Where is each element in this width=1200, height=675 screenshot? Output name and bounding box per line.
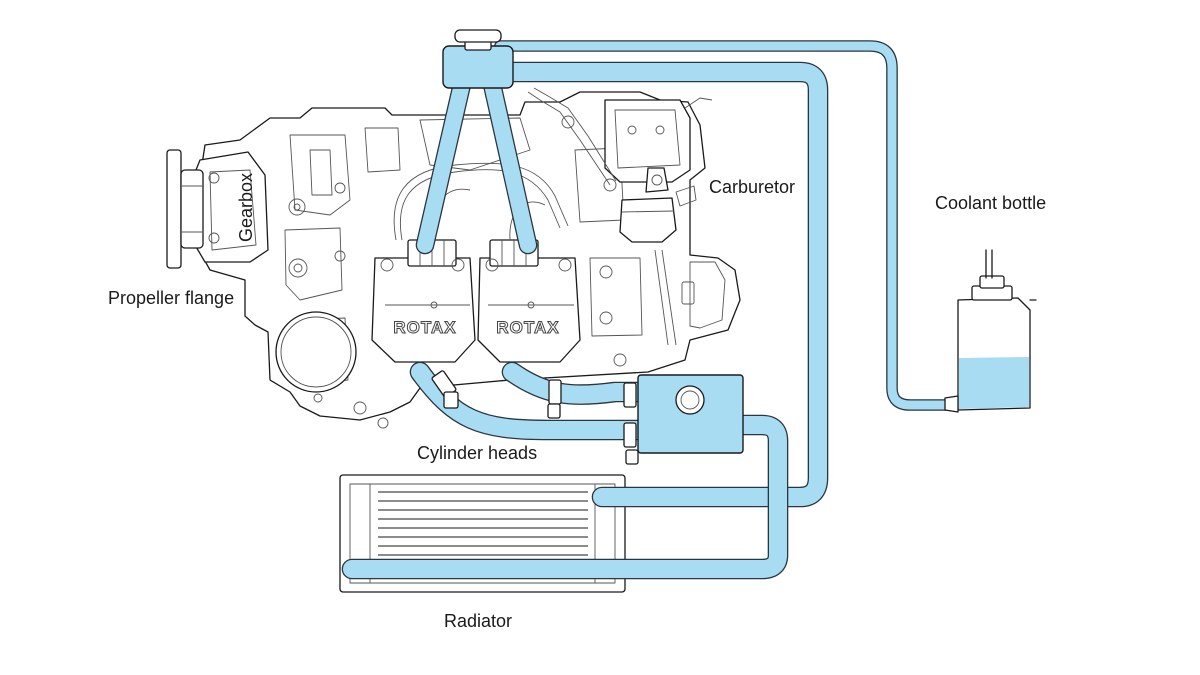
brand-label-right: ROTAX bbox=[496, 318, 559, 337]
brand-label-left: ROTAX bbox=[393, 318, 456, 337]
expansion-tank bbox=[443, 30, 513, 88]
cylinder-heads-label: Cylinder heads bbox=[417, 443, 537, 463]
cylinder-head-left: ROTAX bbox=[372, 240, 475, 362]
carburetor-label: Carburetor bbox=[709, 177, 795, 197]
gearbox-label: Gearbox bbox=[236, 173, 256, 242]
coolant-bottle-label: Coolant bottle bbox=[935, 193, 1046, 213]
propeller-flange-label: Propeller flange bbox=[108, 288, 234, 308]
coolant-bottle-unit bbox=[945, 250, 1036, 412]
radiator-label: Radiator bbox=[444, 611, 512, 631]
coolant-pump bbox=[638, 375, 743, 453]
cylinder-head-right: ROTAX bbox=[478, 240, 580, 362]
